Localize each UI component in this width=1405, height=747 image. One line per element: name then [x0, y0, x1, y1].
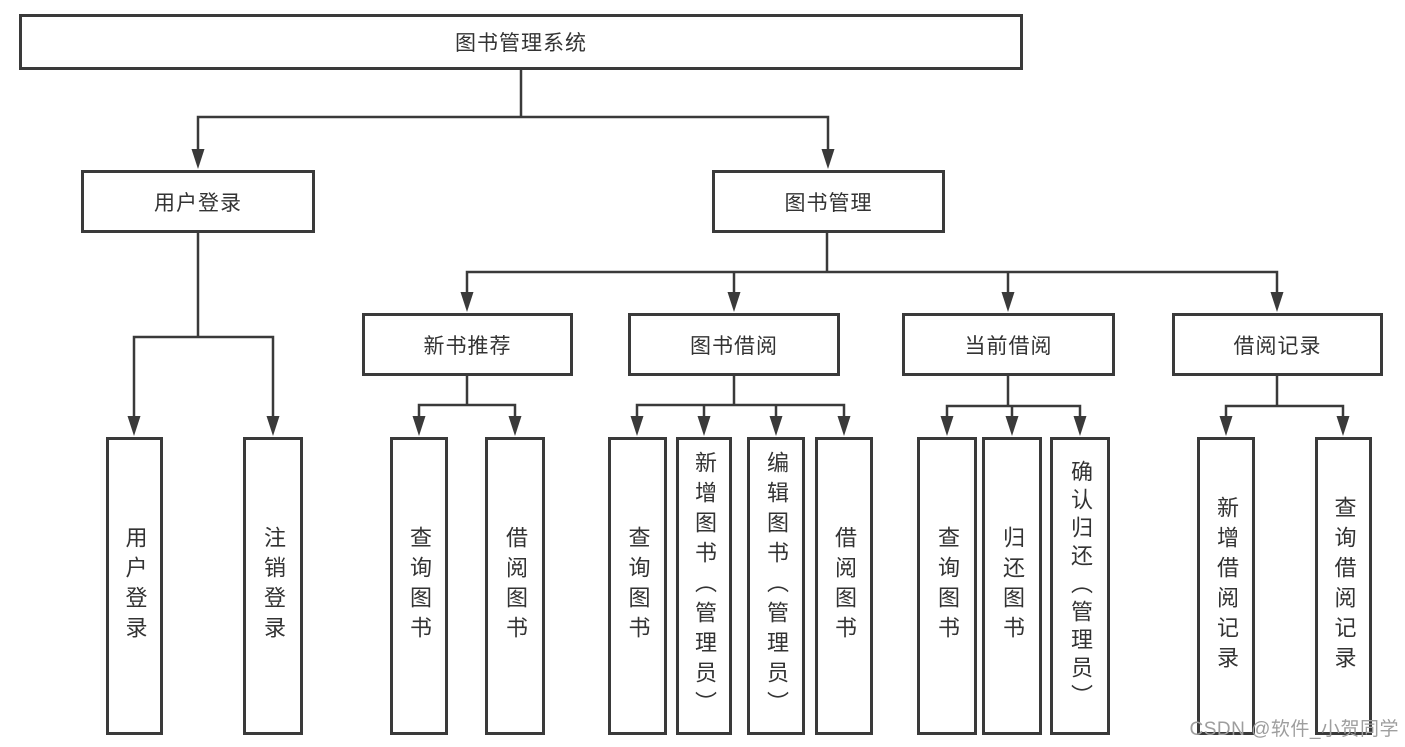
node-label: 用户登录	[122, 526, 148, 646]
node-book-borrowing: 图书借阅	[628, 313, 840, 376]
node-root-library-system: 图书管理系统	[19, 14, 1023, 70]
node-label: 用户登录	[154, 191, 242, 215]
node-leaf-query-books-recommend: 查询图书	[390, 437, 448, 735]
connector-book-borrow-branch	[635, 374, 846, 419]
arrowhead-down	[412, 416, 426, 436]
arrowhead-down	[127, 416, 141, 436]
node-label: 查询借阅记录	[1331, 496, 1357, 676]
node-leaf-edit-books-admin: 编辑图书（管理员）	[747, 437, 805, 735]
arrowhead-down	[1219, 416, 1233, 436]
node-leaf-add-books-admin: 新增图书（管理员）	[676, 437, 732, 735]
node-leaf-logout: 注销登录	[243, 437, 303, 735]
node-leaf-user-login: 用户登录	[106, 437, 163, 735]
arrowhead-down	[837, 416, 851, 436]
arrowhead-down	[460, 292, 474, 312]
connector-root-to-level2	[196, 68, 830, 152]
connector-new-book-branch	[417, 374, 517, 419]
node-label: 图书管理	[784, 191, 873, 215]
node-label: 借阅记录	[1233, 334, 1322, 358]
connector-current-borrow-branch	[945, 374, 1082, 419]
node-label: 图书借阅	[690, 334, 778, 358]
node-label: 新增借阅记录	[1214, 496, 1239, 676]
node-leaf-query-books-current: 查询图书	[917, 437, 977, 735]
node-user-login: 用户登录	[81, 170, 315, 233]
node-leaf-borrow-books: 借阅图书	[815, 437, 873, 735]
node-leaf-query-borrow-record: 查询借阅记录	[1315, 437, 1372, 735]
connector-user-login-branch	[132, 231, 275, 419]
node-label: 确认归还（管理员）	[1068, 460, 1093, 712]
node-label: 新书推荐	[423, 334, 512, 358]
arrowhead-down	[266, 416, 280, 436]
node-current-borrowing: 当前借阅	[902, 313, 1115, 376]
arrowhead-down	[1270, 292, 1284, 312]
node-label: 当前借阅	[964, 334, 1053, 358]
node-label: 查询图书	[935, 526, 960, 646]
node-label: 查询图书	[625, 526, 651, 646]
arrowhead-down	[1336, 416, 1350, 436]
arrowhead-down	[697, 416, 711, 436]
node-new-book-recommend: 新书推荐	[362, 313, 573, 376]
node-label: 借阅图书	[503, 526, 528, 646]
arrowhead-down	[1073, 416, 1087, 436]
node-leaf-confirm-return-admin: 确认归还（管理员）	[1050, 437, 1110, 735]
arrowhead-down	[508, 416, 522, 436]
node-leaf-query-books-borrowing: 查询图书	[608, 437, 667, 735]
arrowhead-down	[821, 149, 835, 169]
node-label: 查询图书	[407, 526, 432, 646]
node-book-management: 图书管理	[712, 170, 945, 233]
arrowhead-down	[940, 416, 954, 436]
node-leaf-add-borrow-record: 新增借阅记录	[1197, 437, 1255, 735]
connector-book-mgmt-branch	[465, 231, 1279, 295]
csdn-watermark: CSDN @软件_小贺同学	[1189, 719, 1399, 740]
node-label: 新增图书（管理员）	[692, 451, 717, 721]
arrowhead-down	[630, 416, 644, 436]
node-label: 图书管理系统	[455, 32, 587, 55]
arrowhead-down	[727, 292, 741, 312]
node-label: 借阅图书	[832, 526, 857, 646]
connector-borrow-record-branch	[1224, 374, 1345, 419]
arrowhead-down	[1001, 292, 1015, 312]
node-borrowing-records: 借阅记录	[1172, 313, 1383, 376]
node-leaf-return-books: 归还图书	[982, 437, 1042, 735]
node-label: 注销登录	[261, 526, 286, 646]
node-leaf-borrow-books-recommend: 借阅图书	[485, 437, 545, 735]
arrowhead-down	[769, 416, 783, 436]
arrowhead-down	[1005, 416, 1019, 436]
node-label: 编辑图书（管理员）	[764, 451, 789, 721]
arrowhead-down	[191, 149, 205, 169]
node-label: 归还图书	[1000, 526, 1025, 646]
